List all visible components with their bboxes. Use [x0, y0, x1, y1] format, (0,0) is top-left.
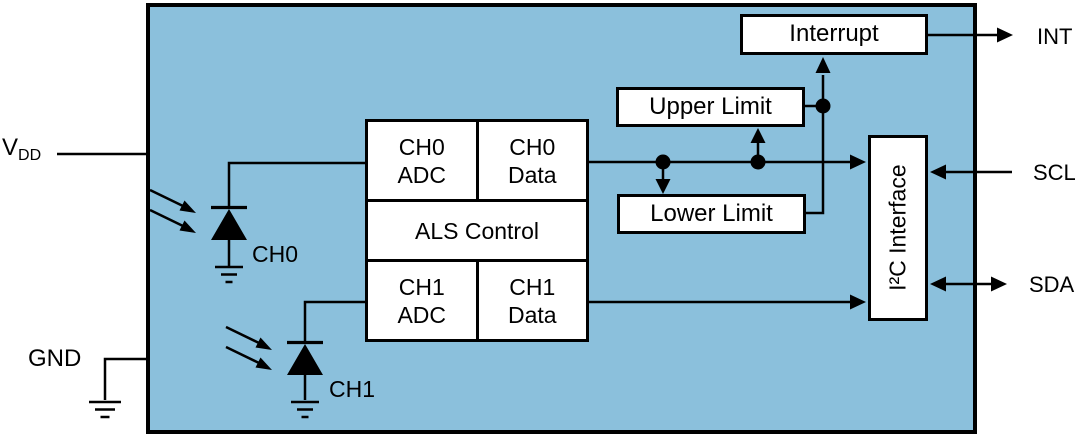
- i2c-interface-label: I²C Interface: [884, 164, 911, 292]
- vdd-subscript-text: DD: [18, 147, 42, 164]
- ch0-adc-cell: CH0 ADC: [368, 122, 476, 199]
- scl-wire: [930, 164, 1012, 180]
- gnd-wire: [103, 357, 149, 400]
- ch1-adc-cell: CH1 ADC: [368, 262, 476, 339]
- pin-label-gnd: GND: [28, 345, 82, 372]
- ch0-photodiode-label: CH0: [252, 241, 299, 267]
- ch1-data-bus: [587, 294, 866, 310]
- ch1-light-arrows-icon: [225, 325, 272, 370]
- ch0-photodiode-icon: [211, 161, 366, 266]
- lower-limit-branch: [655, 162, 671, 194]
- pin-label-scl: SCL: [1033, 160, 1076, 185]
- pin-label-sda: SDA: [1029, 272, 1075, 297]
- interrupt-block: Interrupt: [740, 14, 928, 55]
- upper-limit-block: Upper Limit: [616, 87, 805, 127]
- pin-label-int: INT: [1037, 24, 1073, 49]
- ch0-light-arrows-icon: [149, 188, 196, 233]
- interrupt-trigger-wire: [804, 57, 831, 215]
- pin-label-vdd: VDD: [2, 134, 42, 164]
- lower-limit-block: Lower Limit: [617, 194, 806, 234]
- gnd-ground-symbol: [89, 400, 121, 419]
- int-wire: [928, 27, 1013, 43]
- ch1-data-cell: CH1 Data: [478, 262, 586, 339]
- als-control-cell: ALS Control: [368, 202, 586, 259]
- ch0-ground-symbol: [215, 265, 243, 284]
- als-core-block: CH0 ADC CH0 Data ALS Control CH1 ADC CH1…: [365, 119, 589, 342]
- i2c-interface-block: I²C Interface: [868, 135, 928, 321]
- upper-limit-branch: [750, 128, 766, 162]
- sda-wire: [930, 276, 1007, 292]
- ch1-photodiode-label: CH1: [329, 376, 376, 402]
- ch1-photodiode-icon: [287, 300, 366, 400]
- ch0-data-cell: CH0 Data: [478, 122, 586, 199]
- ch1-ground-symbol: [291, 400, 319, 419]
- vdd-main-text: V: [2, 134, 19, 161]
